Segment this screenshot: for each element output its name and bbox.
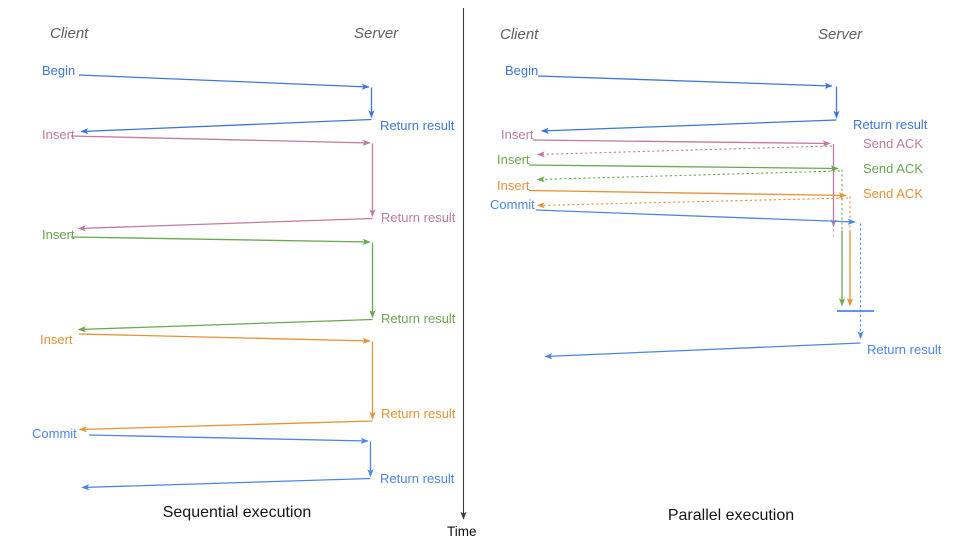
- panel-title: Parallel execution: [668, 507, 794, 524]
- request-line: [70, 135, 371, 146]
- response-label: Send ACK: [863, 136, 923, 151]
- par-op-insert-3: Insert Send ACK: [497, 178, 923, 307]
- response-line: [81, 477, 371, 491]
- response-label: Send ACK: [863, 161, 923, 176]
- op-label: Insert: [42, 227, 75, 242]
- seq-op-insert-2: Insert Return result: [42, 227, 456, 333]
- op-label: Begin: [42, 63, 75, 78]
- server-header: Server: [818, 26, 863, 43]
- par-op-commit: Commit Return result: [490, 197, 942, 360]
- server-header: Server: [354, 25, 399, 42]
- request-line: [537, 75, 833, 89]
- response-line: [78, 420, 373, 433]
- seq-op-begin: Begin Return result: [42, 63, 455, 135]
- op-label: Insert: [501, 127, 534, 142]
- response-line: [544, 342, 861, 360]
- time-axis: Time: [447, 8, 477, 539]
- sequential-panel: Client Server Begin Return result Insert…: [32, 25, 456, 521]
- ack-line: [536, 145, 833, 158]
- response-label: Send ACK: [863, 186, 923, 201]
- response-label: Return result: [381, 210, 456, 225]
- request-line: [528, 189, 847, 199]
- time-axis-label: Time: [447, 524, 477, 539]
- response-line: [80, 118, 372, 135]
- op-label: Insert: [497, 178, 530, 193]
- response-label: Return result: [867, 342, 942, 357]
- response-label: Return result: [853, 117, 928, 132]
- response-line: [540, 119, 837, 134]
- request-line: [532, 139, 831, 147]
- request-line: [535, 209, 856, 225]
- ack-line: [536, 170, 841, 183]
- par-op-begin: Begin Return result: [505, 63, 928, 134]
- par-op-insert-1: Insert Send ACK: [501, 127, 923, 238]
- parallel-panel: Client Server Begin Return result Insert…: [490, 26, 942, 524]
- request-line: [88, 434, 369, 444]
- client-header: Client: [500, 26, 539, 43]
- par-op-insert-2: Insert Send ACK: [497, 152, 923, 307]
- seq-op-insert-1: Insert Return result: [42, 127, 456, 232]
- op-label: Insert: [42, 127, 75, 142]
- response-label: Return result: [380, 118, 455, 133]
- seq-op-commit: Commit Return result: [32, 426, 455, 491]
- response-label: Return result: [380, 471, 455, 486]
- request-line: [70, 236, 371, 245]
- response-label: Return result: [381, 406, 456, 421]
- response-line: [77, 217, 373, 232]
- request-line: [528, 164, 839, 172]
- response-label: Return result: [381, 311, 456, 326]
- op-label: Commit: [490, 197, 535, 212]
- op-label: Insert: [497, 152, 530, 167]
- op-label: Insert: [40, 332, 73, 347]
- request-line: [78, 74, 370, 90]
- response-line: [77, 318, 373, 333]
- client-header: Client: [50, 25, 89, 42]
- request-line: [78, 333, 371, 344]
- panel-title: Sequential execution: [163, 504, 312, 521]
- ack-line: [536, 197, 849, 209]
- op-label: Begin: [505, 63, 538, 78]
- op-label: Commit: [32, 426, 77, 441]
- seq-op-insert-3: Insert Return result: [40, 332, 456, 433]
